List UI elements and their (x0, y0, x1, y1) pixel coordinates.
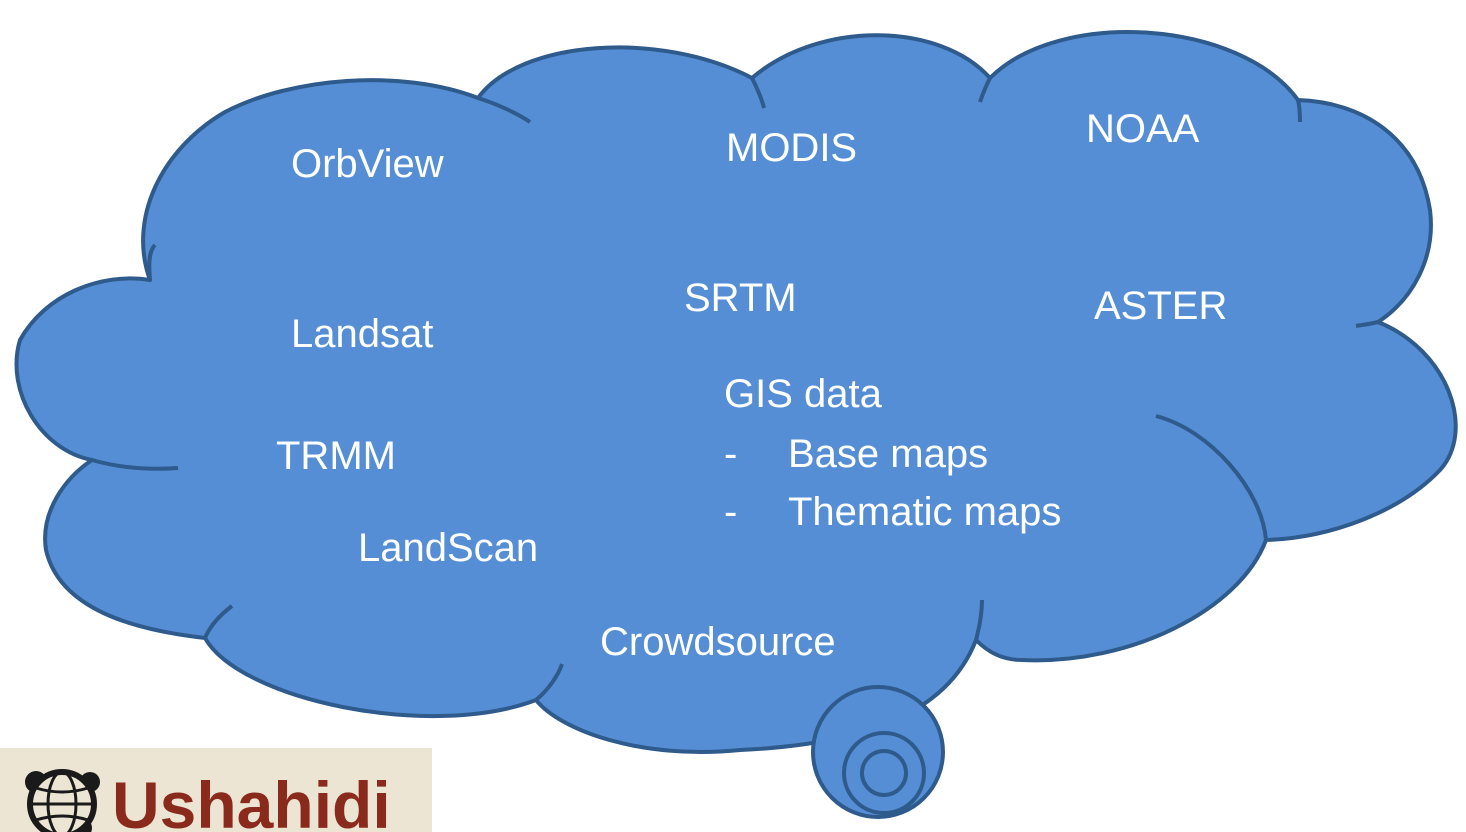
cloud-lobe-line (203, 604, 234, 639)
bullet-dash: - (724, 432, 738, 476)
cloud-shape (14, 30, 1458, 754)
cloud-lobe-line (477, 96, 532, 124)
gis-item-text: Base maps (788, 432, 989, 476)
list-item: - Thematic maps (724, 492, 1061, 550)
cloud-lobe-line (1155, 414, 1268, 541)
cloud-lobe-line (974, 599, 984, 641)
logo-wordmark: Ushahidi (112, 768, 391, 832)
cloud-lobe-line (1355, 320, 1379, 328)
thought-bubble-small (860, 749, 908, 797)
globe-icon (25, 769, 100, 832)
ushahidi-logo: Ushahidi (0, 748, 432, 832)
list-item: - Base maps (724, 434, 1061, 492)
cloud-lobe-line (534, 663, 564, 702)
label-crowdsource: Crowdsource (600, 620, 836, 664)
label-modis: MODIS (726, 126, 858, 170)
gis-data-block: GIS data - Base maps - Thematic maps (724, 374, 1061, 550)
label-landscan: LandScan (358, 526, 539, 570)
gis-data-title: GIS data (724, 372, 882, 416)
cloud-lobe-line (750, 77, 766, 109)
cloud-lobe-line (91, 458, 179, 471)
label-landsat: Landsat (291, 312, 434, 356)
label-noaa: NOAA (1086, 107, 1200, 151)
cloud-lobe-line (1296, 99, 1302, 123)
label-srtm: SRTM (684, 276, 797, 320)
cloud-lobe-line (147, 243, 157, 281)
label-orbview: OrbView (291, 142, 444, 186)
cloud-lobe-line (978, 77, 992, 103)
label-trmm: TRMM (276, 434, 396, 478)
bullet-dash: - (724, 490, 738, 534)
gis-item-text: Thematic maps (788, 490, 1062, 534)
label-aster: ASTER (1094, 284, 1228, 328)
